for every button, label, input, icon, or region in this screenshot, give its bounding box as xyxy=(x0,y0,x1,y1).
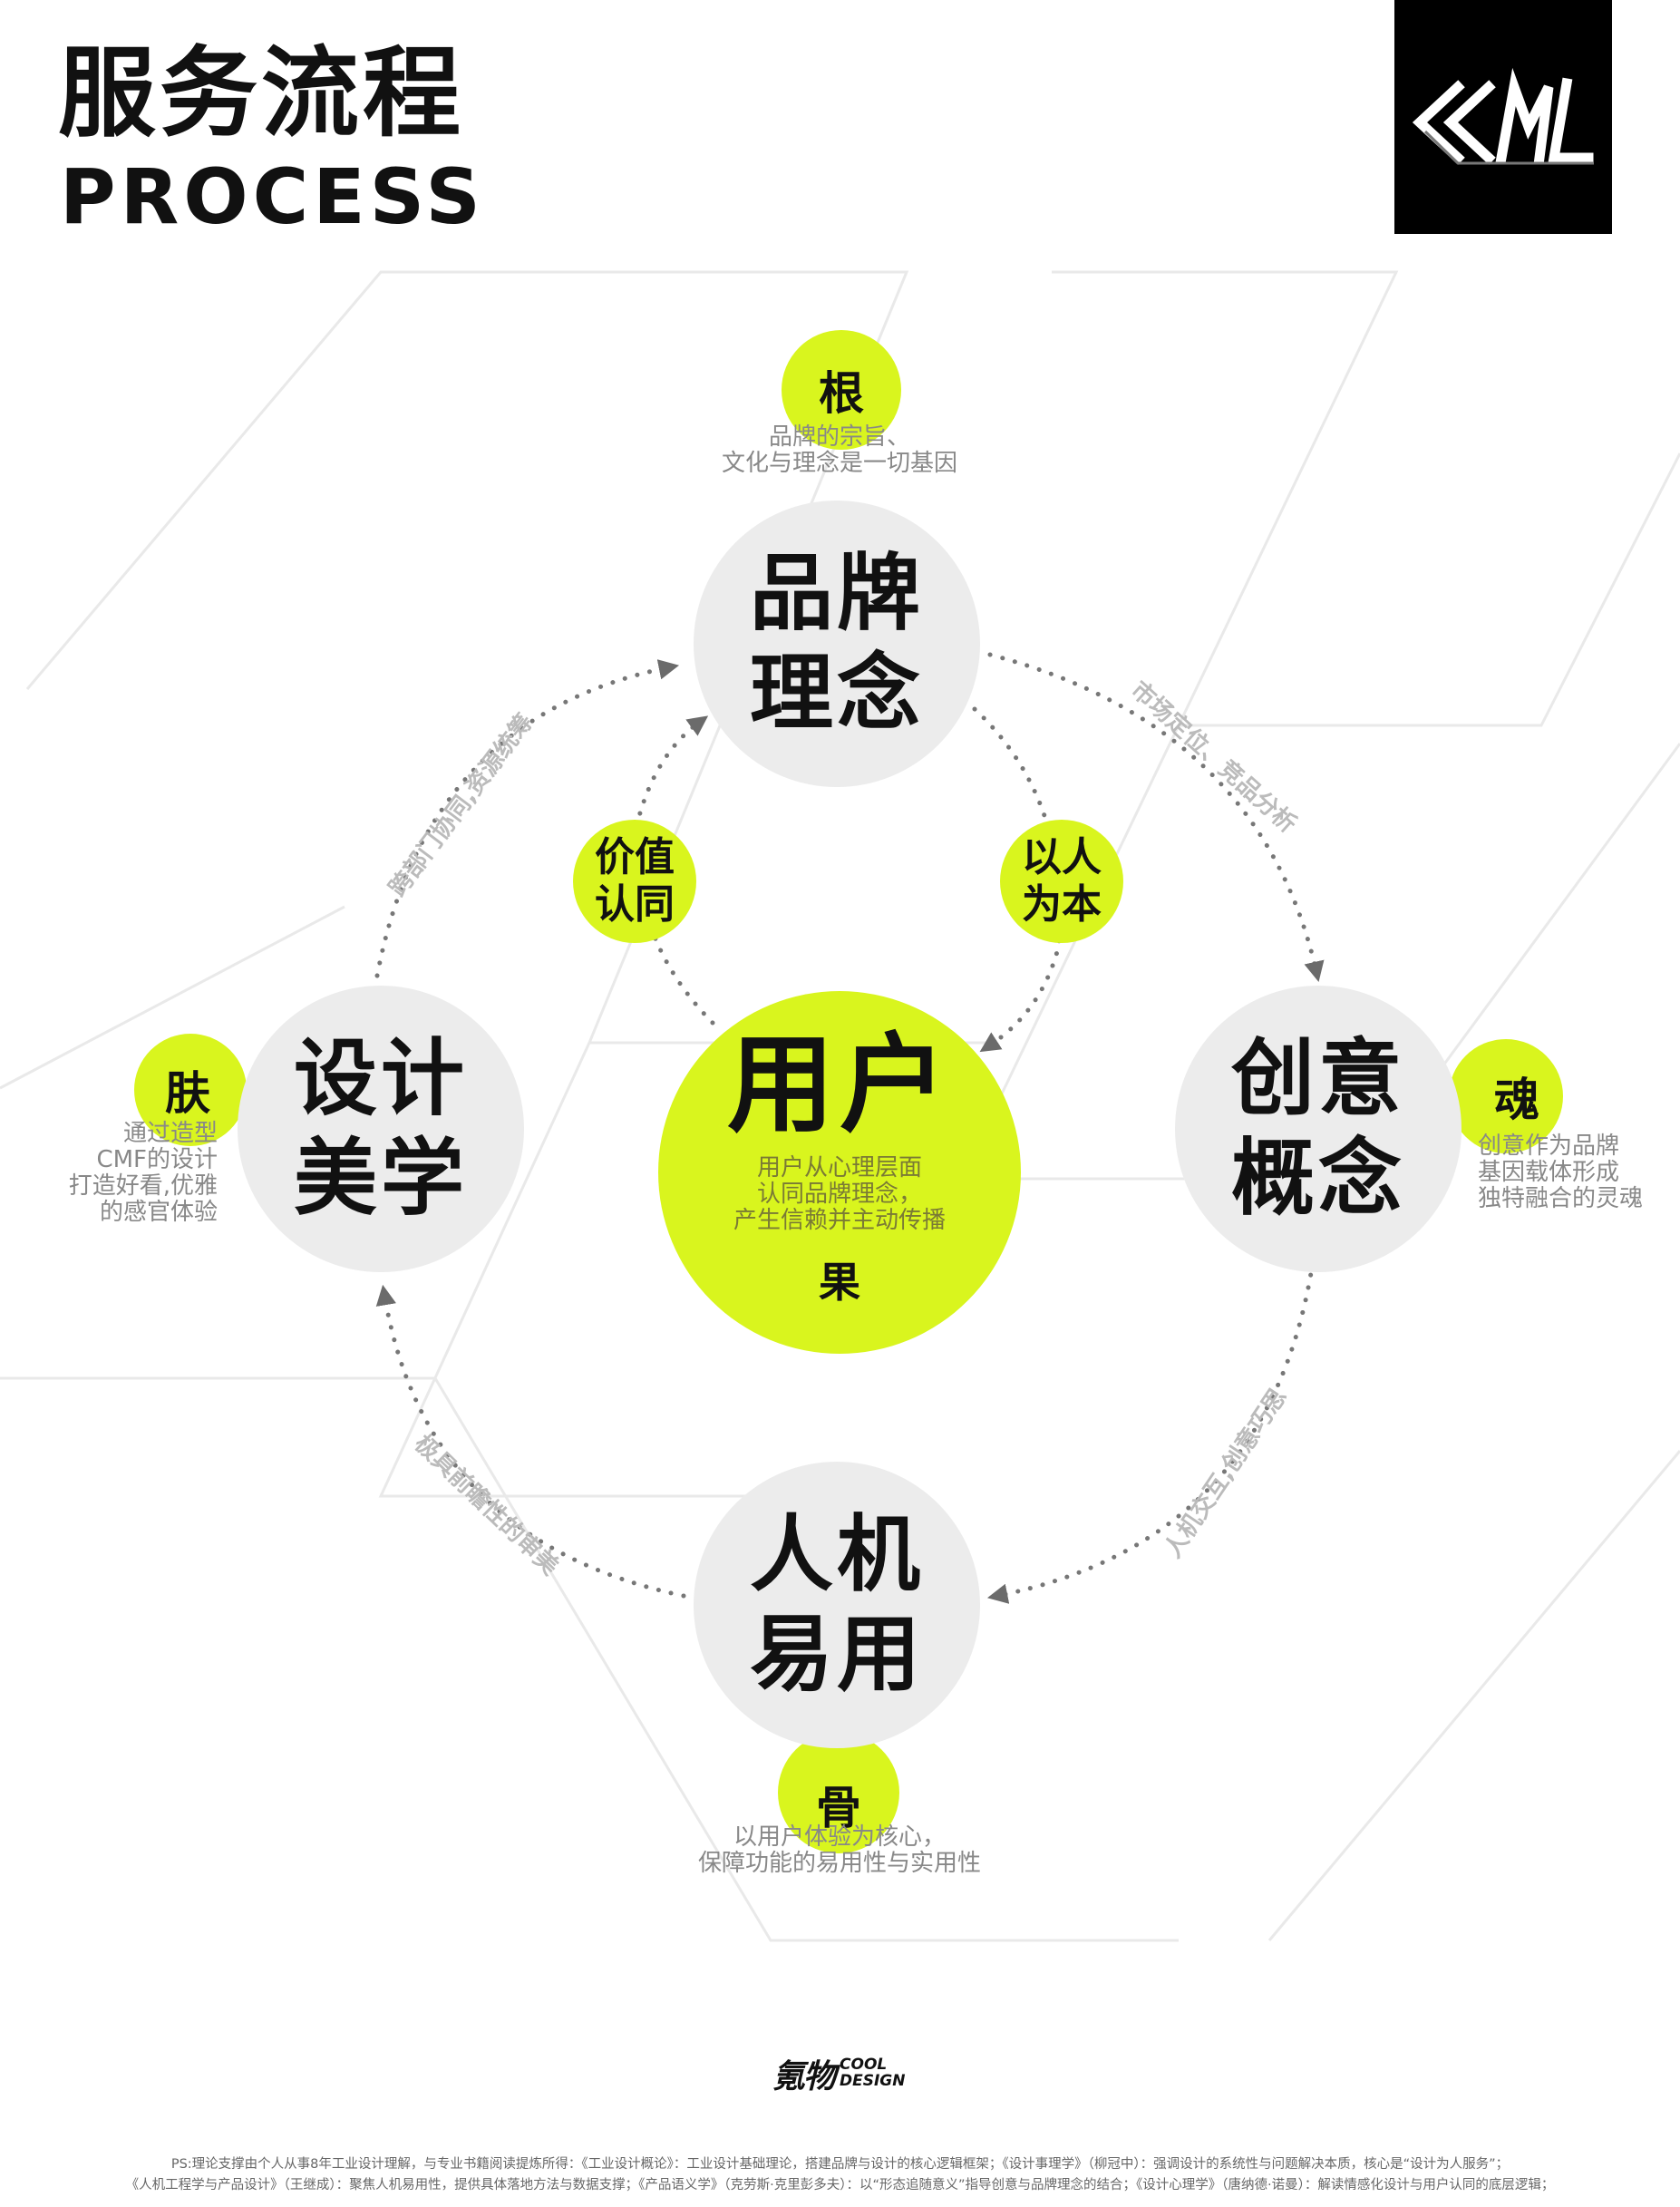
node-creative-line: 概念 xyxy=(1230,1130,1405,1227)
inner-value-line: 认同 xyxy=(595,881,675,928)
tag-bone-label: 骨 xyxy=(816,1782,861,1834)
tag-skin-desc-line: CMF的设计 xyxy=(96,1146,218,1174)
tag-skin-desc-line: 打造好看,优雅 xyxy=(68,1172,218,1201)
tag-skin-bubble: 肤 xyxy=(134,1034,247,1146)
arrow-brand-to-creative xyxy=(987,652,1325,982)
tag-bone-description: 以用户体验为核心， 保障功能的易用性与实用性 xyxy=(568,1823,1112,1878)
tag-soul-desc-line: 独特融合的灵魂 xyxy=(1478,1185,1644,1213)
brand-logo xyxy=(1394,0,1612,234)
inner-people-line: 为本 xyxy=(1022,881,1102,928)
inner-value-bubble: 价值 认同 xyxy=(573,820,696,943)
tag-bone-desc-line: 保障功能的易用性与实用性 xyxy=(697,1850,981,1878)
arrow-creative-to-hci xyxy=(986,1259,1316,1604)
node-hci-line: 人机 xyxy=(749,1505,924,1603)
tag-soul-label: 魂 xyxy=(1494,1074,1539,1126)
footer-brand: 氪物 COOL DESIGN xyxy=(772,2051,906,2096)
node-user-center: 用户 用户从心理层面 认同品牌理念， 产生信赖并主动传播 果 xyxy=(658,991,1021,1354)
node-user-desc-line: 认同品牌理念， xyxy=(756,1181,922,1209)
tag-soul-desc-line: 创意作为品牌 xyxy=(1478,1133,1620,1160)
node-user-tag: 果 xyxy=(819,1257,860,1307)
node-user-desc-line: 产生信赖并主动传播 xyxy=(733,1207,946,1235)
node-design-line: 美学 xyxy=(293,1130,468,1227)
node-user-desc-line: 用户从心理层面 xyxy=(756,1154,922,1182)
tag-soul-description: 创意作为品牌 基因载体形成 独特融合的灵魂 xyxy=(1478,1133,1677,1212)
arrow-design-to-brand xyxy=(374,659,680,978)
node-brand-line: 理念 xyxy=(749,645,924,742)
tag-root-description: 品牌的宗旨、 文化与理念是一切基因 xyxy=(613,423,1066,478)
footer-notes: PS:理论支撑由个人从事8年工业设计理解，与专业书籍阅读提炼所得：《工业设计概论… xyxy=(0,2154,1680,2196)
node-user-title: 用户 xyxy=(726,1022,952,1148)
inner-value-line: 价值 xyxy=(595,834,675,881)
node-design-aesthetics: 设计 美学 xyxy=(238,986,524,1272)
tag-skin-desc-line: 通过造型 xyxy=(122,1120,218,1147)
tag-root-desc-line: 文化与理念是一切基因 xyxy=(721,450,957,478)
tag-skin-label: 肤 xyxy=(165,1067,210,1120)
tag-root-label: 根 xyxy=(819,367,864,420)
tag-bone-bubble: 骨 xyxy=(778,1732,899,1853)
node-creative-line: 创意 xyxy=(1230,1029,1405,1127)
tag-soul-bubble: 魂 xyxy=(1449,1039,1563,1153)
tag-bone-desc-line: 以用户体验为核心， xyxy=(733,1823,946,1851)
node-hci-line: 易用 xyxy=(749,1606,924,1703)
footer-note-line: 《人机工程学与产品设计》（王继成）：聚焦人机易用性，提供具体落地方法与数据支撑；… xyxy=(125,2178,1555,2193)
tag-root-desc-line: 品牌的宗旨、 xyxy=(768,423,910,451)
arrow-brand-to-user-right xyxy=(972,706,1063,1053)
tag-skin-description: 通过造型 CMF的设计 打造好看,优雅 的感官体验 xyxy=(18,1120,218,1227)
tag-skin-desc-line: 的感官体验 xyxy=(99,1199,218,1227)
node-creative-concept: 创意 概念 xyxy=(1175,986,1462,1272)
node-brand-line: 品牌 xyxy=(749,544,924,642)
footer-note-line: PS:理论支撑由个人从事8年工业设计理解，与专业书籍阅读提炼所得：《工业设计概论… xyxy=(170,2157,1510,2172)
inner-people-bubble: 以人 为本 xyxy=(1000,820,1123,943)
logo-mark-icon xyxy=(1412,67,1594,165)
page-subtitle: PROCESS xyxy=(60,152,485,241)
arrow-hci-to-design xyxy=(375,1284,686,1599)
page-title: 服务流程 xyxy=(58,37,465,151)
inner-people-line: 以人 xyxy=(1022,834,1102,881)
node-design-line: 设计 xyxy=(293,1029,468,1127)
tag-root-bubble: 根 xyxy=(782,330,901,450)
node-hci-usability: 人机 易用 xyxy=(694,1462,980,1748)
footer-brand-en: COOL xyxy=(840,2056,888,2075)
footer-brand-cn: 氪物 xyxy=(772,2058,836,2095)
node-brand-concept: 品牌 理念 xyxy=(694,501,980,787)
tag-soul-desc-line: 基因载体形成 xyxy=(1478,1159,1620,1187)
footer-brand-en: DESIGN xyxy=(840,2072,906,2090)
